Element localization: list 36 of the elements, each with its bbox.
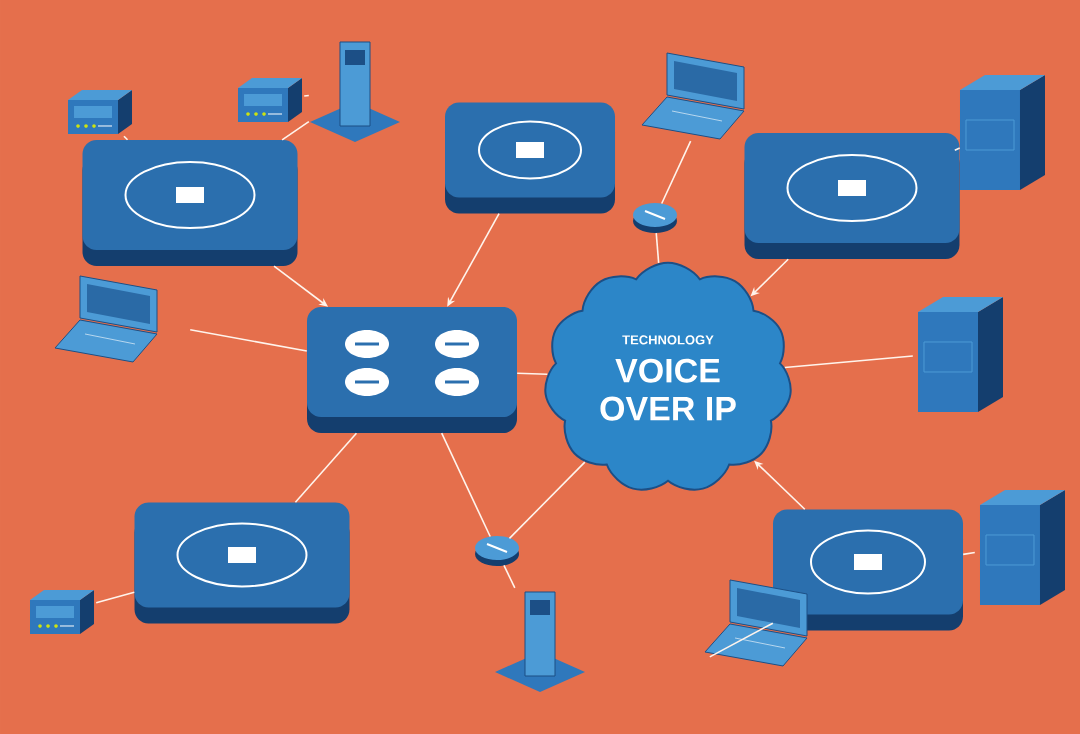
hub-drawing xyxy=(445,102,615,214)
hub-drawing xyxy=(773,509,963,631)
connector-line xyxy=(294,432,358,504)
device-drawing xyxy=(68,90,132,134)
connector-line xyxy=(508,461,586,540)
laptop-drawing xyxy=(54,275,158,363)
connector-line xyxy=(303,94,310,97)
connector-line xyxy=(440,432,491,538)
connector-line xyxy=(962,551,976,556)
server-drawing xyxy=(918,297,1003,412)
cloud: TECHNOLOGY VOICE OVER IP xyxy=(544,261,792,491)
connector-line xyxy=(123,135,129,141)
device-drawing xyxy=(30,590,94,634)
router-drawing xyxy=(475,536,519,566)
laptop-drawing xyxy=(704,579,808,667)
hub-drawing xyxy=(82,140,298,266)
router-drawing xyxy=(633,203,677,233)
connector-line xyxy=(189,329,308,352)
hub-drawing xyxy=(744,133,960,259)
connector-line xyxy=(709,622,774,658)
server-drawing xyxy=(980,490,1065,605)
connector-line xyxy=(95,591,136,604)
switch-drawing xyxy=(307,307,517,433)
phone-drawing xyxy=(310,41,400,142)
connector-line xyxy=(954,147,961,152)
connector-line xyxy=(281,120,310,141)
connector-line xyxy=(516,372,549,376)
phone-drawing xyxy=(495,591,585,692)
connector-line xyxy=(503,564,516,589)
server-drawing xyxy=(960,75,1045,190)
connector-line xyxy=(660,140,692,205)
device-drawing xyxy=(238,78,302,122)
connector-line xyxy=(784,355,914,369)
connector-line xyxy=(655,232,660,264)
hub-drawing xyxy=(134,502,350,624)
laptop-drawing xyxy=(641,52,745,140)
